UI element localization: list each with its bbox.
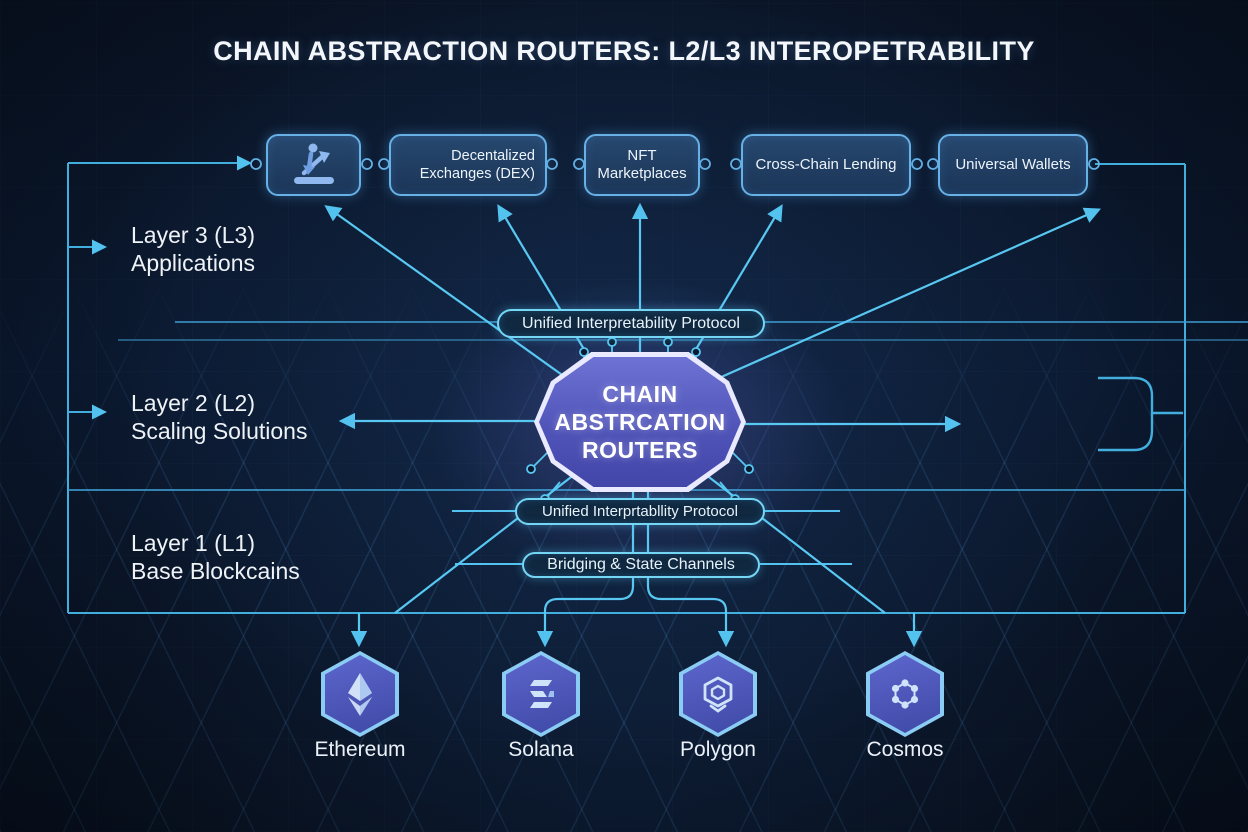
layer-label-l3: Layer 3 (L3) Applications bbox=[131, 221, 255, 277]
layer-l1-desc: Base Blockcains bbox=[131, 558, 300, 584]
pill-unified-protocol-upper: Unified Interpretability Protocol bbox=[497, 309, 765, 338]
frame-lines bbox=[67, 155, 1186, 614]
app-node-wallets: Universal Wallets bbox=[938, 134, 1088, 196]
layer-l3-desc: Applications bbox=[131, 250, 256, 276]
app-node-routing bbox=[266, 134, 361, 196]
pill-stubs bbox=[452, 510, 852, 565]
router-line2: ABSTRCATION bbox=[554, 409, 726, 435]
layer-l2-desc: Scaling Solutions bbox=[131, 418, 308, 444]
cosmos-icon bbox=[891, 679, 919, 709]
layer-l1-name: Layer 1 (L1) bbox=[131, 530, 256, 556]
polygon-icon bbox=[703, 676, 733, 713]
pill-bridging-state-channels: Bridging & State Channels bbox=[522, 552, 760, 578]
app-node-lending: Cross-Chain Lending bbox=[741, 134, 911, 196]
layer-l3-name: Layer 3 (L3) bbox=[131, 222, 256, 248]
layer-label-l1: Layer 1 (L1) Base Blockcains bbox=[131, 529, 300, 585]
chain-label-polygon: Polygon bbox=[680, 738, 756, 761]
chain-label-solana: Solana bbox=[508, 738, 574, 761]
right-bracket bbox=[1098, 376, 1154, 452]
app-node-dex-label: Decentalized Exchanges (DEX) bbox=[419, 148, 535, 182]
router-line3: ROUTERS bbox=[582, 437, 698, 463]
layer-l2-name: Layer 2 (L2) bbox=[131, 390, 256, 416]
pill-unified-protocol-lower: Unified Interprtabllity Protocol bbox=[515, 498, 765, 525]
router-line1: CHAIN bbox=[602, 381, 678, 407]
app-node-nft: NFT Marketplaces bbox=[584, 134, 700, 196]
layer-label-l2: Layer 2 (L2) Scaling Solutions bbox=[131, 389, 307, 445]
app-node-nft-label: NFT Marketplaces bbox=[597, 147, 687, 182]
solana-icon bbox=[530, 680, 554, 708]
router-node-face: CHAIN ABSTRCATION ROUTERS bbox=[539, 357, 741, 487]
app-node-lending-label: Cross-Chain Lending bbox=[755, 156, 897, 173]
chain-label-ethereum: Ethereum bbox=[314, 738, 406, 761]
chain-label-cosmos: Cosmos bbox=[866, 738, 944, 761]
app-node-wallets-label: Universal Wallets bbox=[955, 156, 1071, 173]
router-node: CHAIN ABSTRCATION ROUTERS bbox=[534, 352, 746, 492]
router-connections bbox=[324, 202, 1102, 648]
app-node-dex: Decentalized Exchanges (DEX) bbox=[389, 134, 547, 196]
diagram-title: CHAIN ABSTRACTION ROUTERS: L2/L3 INTEROP… bbox=[213, 36, 1035, 66]
ethereum-icon bbox=[348, 673, 372, 716]
swap-routing-icon bbox=[293, 143, 334, 184]
